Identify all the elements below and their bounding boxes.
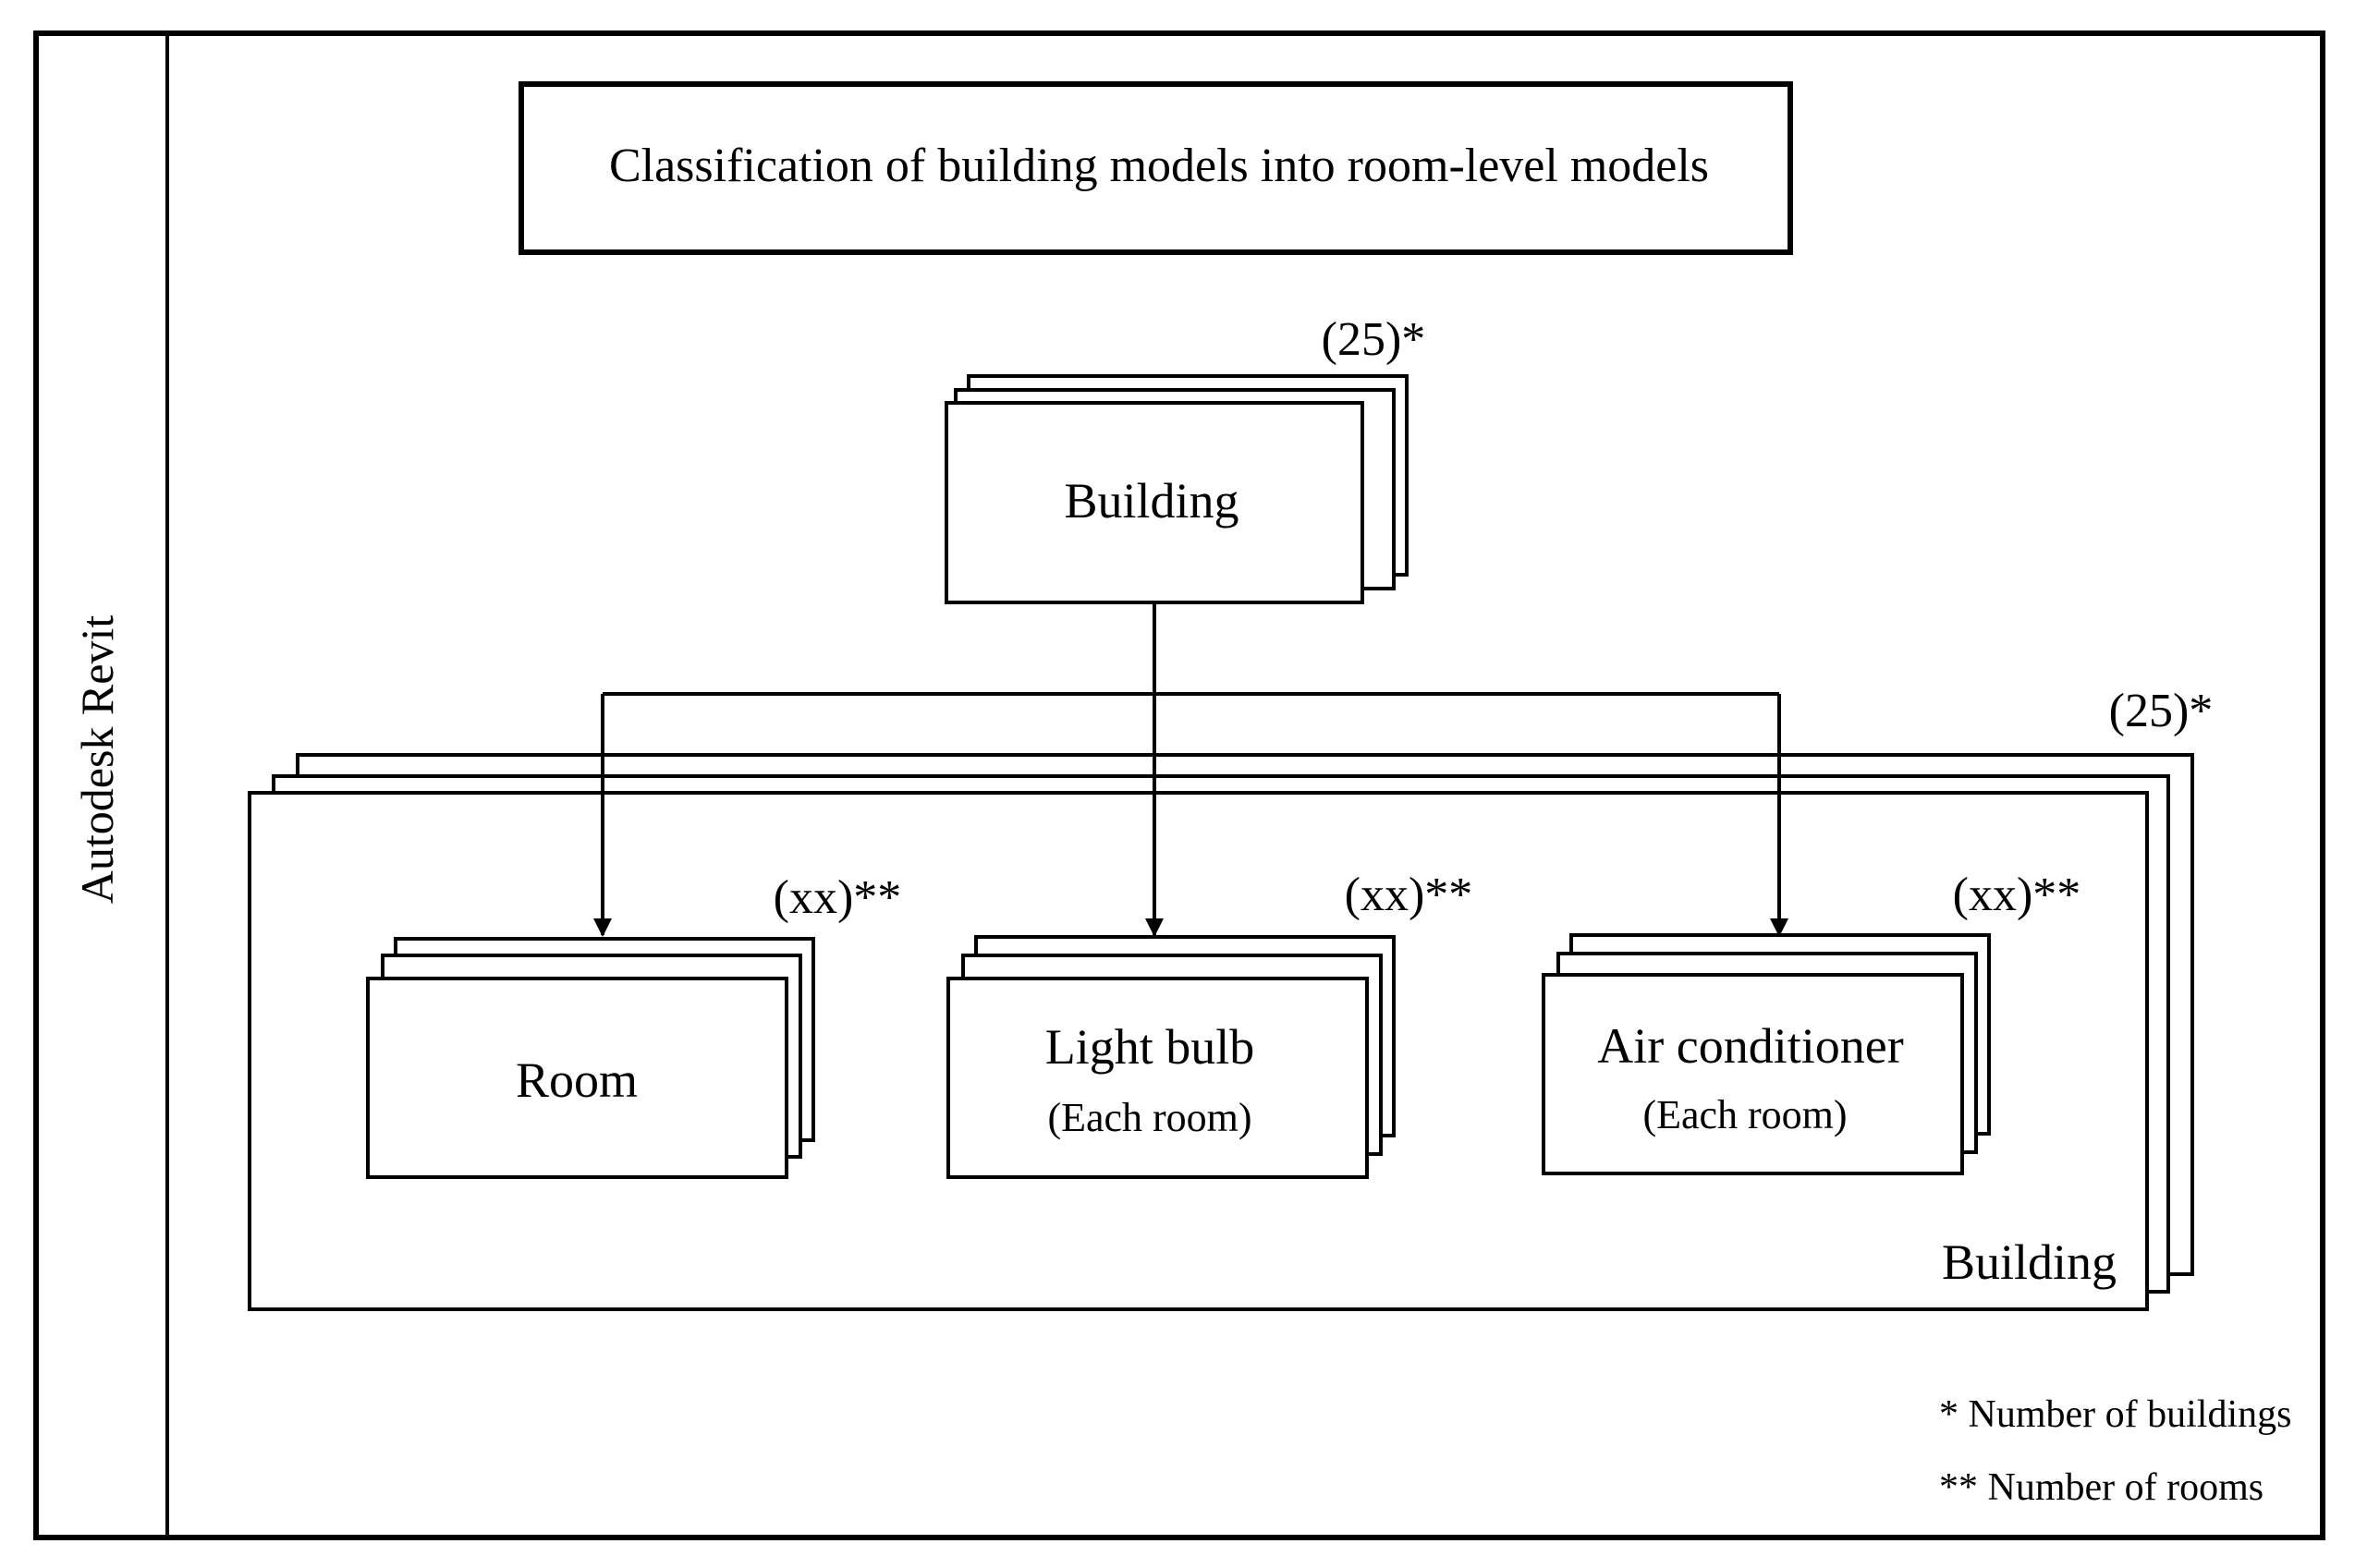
diagram-title: Classification of building models into r…	[609, 140, 1709, 192]
light-bulb-stack	[946, 935, 1396, 1179]
title-box	[519, 81, 1793, 255]
room-stack	[366, 937, 815, 1179]
top-building-stack	[945, 374, 1409, 604]
air-conditioner-sublabel: (Each room)	[1642, 1092, 1847, 1137]
air-conditioner-stack	[1542, 933, 1991, 1175]
container-label: Building	[1942, 1234, 2117, 1290]
light-bulb-sublabel: (Each room)	[1047, 1095, 1251, 1140]
room-count: (xx)**	[774, 871, 902, 924]
top-building-count: (25)*	[1322, 313, 1426, 366]
outer-frame	[33, 30, 2325, 1540]
air-conditioner-label: Air conditioner	[1597, 1018, 1903, 1074]
legend-single-star: * Number of buildings	[1939, 1393, 2291, 1436]
top-building-label: Building	[1064, 473, 1239, 529]
connector-lines	[593, 602, 1788, 937]
room-label: Room	[516, 1052, 638, 1108]
side-label: Autodesk Revit	[71, 615, 123, 905]
container-count: (25)*	[2109, 685, 2214, 737]
light-bulb-label: Light bulb	[1045, 1019, 1255, 1075]
air-conditioner-count: (xx)**	[1953, 869, 2081, 921]
legend-double-star: ** Number of rooms	[1939, 1466, 2263, 1509]
light-bulb-count: (xx)**	[1345, 869, 1473, 921]
